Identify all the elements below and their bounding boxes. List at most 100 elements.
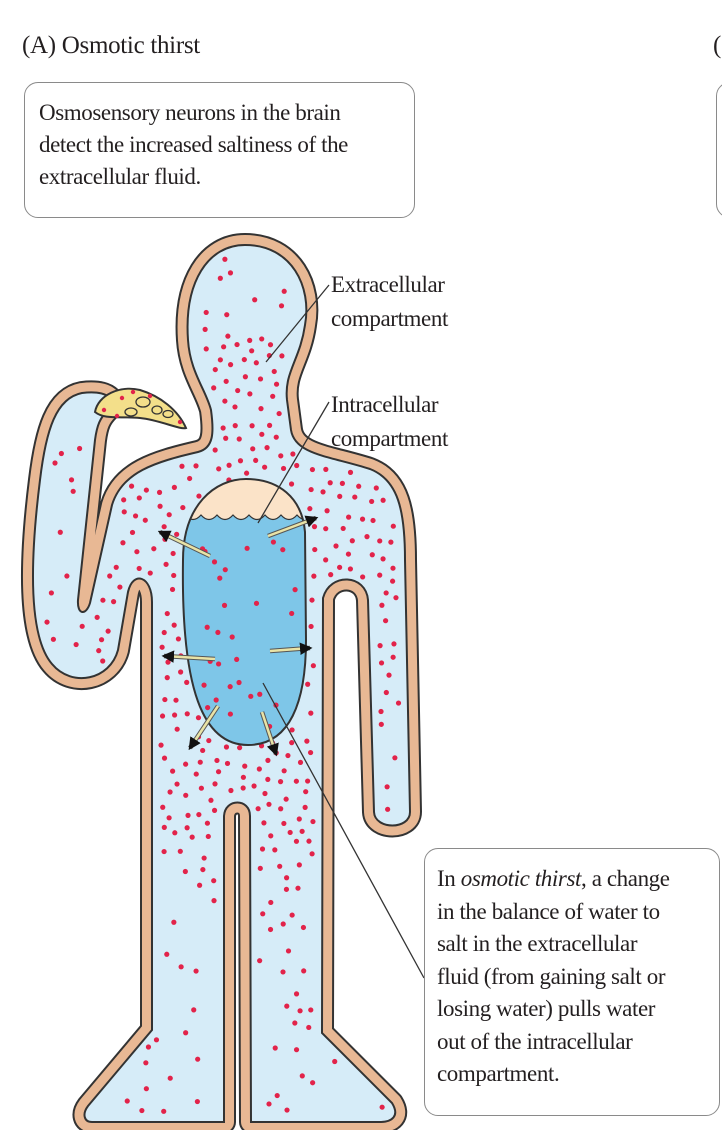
solute-dot xyxy=(161,824,167,830)
solute-dot xyxy=(179,463,185,469)
solute-dot xyxy=(281,768,287,774)
solute-dot xyxy=(44,619,50,625)
solute-dot xyxy=(193,463,199,469)
solute-dot xyxy=(253,457,259,464)
solute-dot xyxy=(170,550,176,557)
solute-dot xyxy=(388,539,394,545)
solute-dot xyxy=(174,726,180,732)
solute-dot xyxy=(234,656,240,663)
solute-dot xyxy=(48,590,54,596)
solute-dot xyxy=(307,749,314,756)
solute-dot xyxy=(248,693,254,699)
solute-dot xyxy=(57,529,63,535)
intracellular-leader-line xyxy=(257,401,330,524)
solute-dot xyxy=(110,599,117,605)
solute-dot xyxy=(180,504,186,511)
solute-dot xyxy=(262,790,268,797)
solute-dot xyxy=(214,757,220,764)
solute-dot xyxy=(308,1007,314,1013)
solute-dot xyxy=(237,458,244,464)
solute-dot xyxy=(237,745,243,751)
solute-dot xyxy=(309,851,315,857)
solute-dot xyxy=(79,623,85,629)
solute-dot xyxy=(184,825,190,831)
solute-dot xyxy=(305,778,311,784)
solute-dot xyxy=(184,679,190,685)
solute-dot xyxy=(225,333,231,339)
solute-dot xyxy=(293,1047,300,1053)
solute-dot xyxy=(113,564,119,570)
solute-dot xyxy=(136,565,142,572)
solute-dot xyxy=(340,525,346,532)
solute-dot xyxy=(164,610,170,617)
solute-dot xyxy=(386,672,392,678)
solute-dot xyxy=(380,497,386,503)
solute-dot xyxy=(308,486,314,493)
solute-dot xyxy=(224,312,230,318)
solute-dot xyxy=(76,445,83,452)
solute-dot xyxy=(249,423,255,429)
callout-leader-line xyxy=(262,682,425,979)
solute-dot xyxy=(333,543,339,549)
solute-dot xyxy=(280,465,287,472)
solute-dot xyxy=(213,697,219,703)
solute-dot xyxy=(285,948,292,954)
solute-dot xyxy=(323,526,329,532)
solute-dot xyxy=(277,779,284,785)
solute-dot xyxy=(395,700,402,706)
callout-term: osmotic thirst xyxy=(460,866,582,891)
solute-dot xyxy=(364,534,370,540)
solute-dot xyxy=(310,663,316,669)
solute-dot xyxy=(212,366,218,373)
water-flow-arrow xyxy=(269,642,313,655)
solute-dot xyxy=(303,789,309,795)
solute-dot xyxy=(256,766,262,772)
solute-dot xyxy=(136,495,142,501)
solute-dot xyxy=(296,816,302,822)
solute-dot xyxy=(283,875,290,881)
solute-dot xyxy=(347,566,354,572)
solute-dot xyxy=(352,494,358,500)
solute-dot xyxy=(147,570,153,576)
solute-dot xyxy=(232,404,238,410)
solute-dot xyxy=(390,523,396,529)
leader-lines xyxy=(257,284,425,979)
solute-dot xyxy=(193,968,199,974)
solute-dot xyxy=(299,828,305,834)
solute-dot xyxy=(380,556,386,562)
solute-dot xyxy=(257,376,264,382)
solute-dot xyxy=(70,488,76,494)
solute-dot xyxy=(280,969,286,975)
solute-dot xyxy=(265,757,271,763)
solute-dot xyxy=(268,899,274,906)
solute-dot xyxy=(172,830,178,836)
solute-dot xyxy=(206,737,212,744)
solute-dot xyxy=(382,618,389,624)
solute-dot xyxy=(309,466,316,473)
solute-dot xyxy=(243,470,250,476)
solute-dot xyxy=(385,806,391,812)
solute-dot xyxy=(191,1007,197,1013)
solute-dot xyxy=(164,951,170,957)
solute-dot xyxy=(201,682,207,688)
solute-dot xyxy=(356,483,362,489)
solute-dot xyxy=(312,546,318,553)
solute-dot xyxy=(196,811,202,818)
solute-dot xyxy=(253,360,259,366)
solute-dot xyxy=(211,878,217,884)
solute-dot xyxy=(265,776,271,783)
solute-dot xyxy=(257,865,263,871)
callout-line: compartment. xyxy=(437,1061,560,1086)
solute-dot xyxy=(229,634,235,640)
solute-dot xyxy=(393,595,399,601)
solute-dot xyxy=(241,356,247,363)
solute-dot xyxy=(337,493,343,499)
solute-dot xyxy=(174,781,180,787)
solute-dot xyxy=(337,564,343,570)
solute-dot xyxy=(52,460,58,466)
solute-dot xyxy=(196,882,203,888)
callout-line: losing water) pulls water xyxy=(437,996,656,1021)
solute-dot xyxy=(323,557,329,563)
solute-dot xyxy=(285,752,291,759)
solute-dot xyxy=(100,658,106,664)
